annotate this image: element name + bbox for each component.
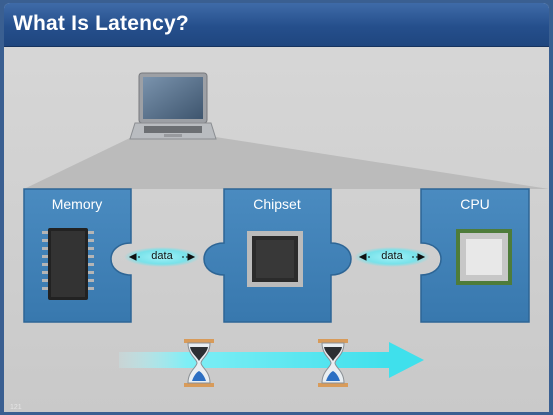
cpu-icon bbox=[456, 229, 512, 285]
data-link-label-2: data bbox=[381, 250, 403, 262]
cpu-label: CPU bbox=[460, 196, 490, 212]
memory-chip-icon bbox=[42, 228, 94, 300]
page-number: 121 bbox=[10, 404, 22, 411]
hourglass-icon bbox=[184, 339, 214, 387]
chipset-chip-icon bbox=[247, 231, 303, 287]
slide: What Is Latency? bbox=[4, 3, 549, 412]
memory-label: Memory bbox=[51, 196, 103, 212]
link-glow-1 bbox=[124, 247, 200, 267]
hourglass-icon bbox=[318, 339, 348, 387]
chipset-label: Chipset bbox=[253, 196, 301, 212]
data-link-label-1: data bbox=[151, 250, 173, 262]
latency-diagram bbox=[23, 72, 549, 387]
zoom-cone bbox=[24, 136, 549, 189]
data-arrow-2 bbox=[358, 253, 426, 261]
link-glow-2 bbox=[354, 247, 430, 267]
arrow-right-icon bbox=[119, 342, 424, 378]
slide-title: What Is Latency? bbox=[13, 12, 189, 35]
laptop-icon bbox=[129, 72, 217, 140]
title-bar: What Is Latency? bbox=[4, 3, 549, 47]
data-arrow-1 bbox=[128, 253, 196, 261]
